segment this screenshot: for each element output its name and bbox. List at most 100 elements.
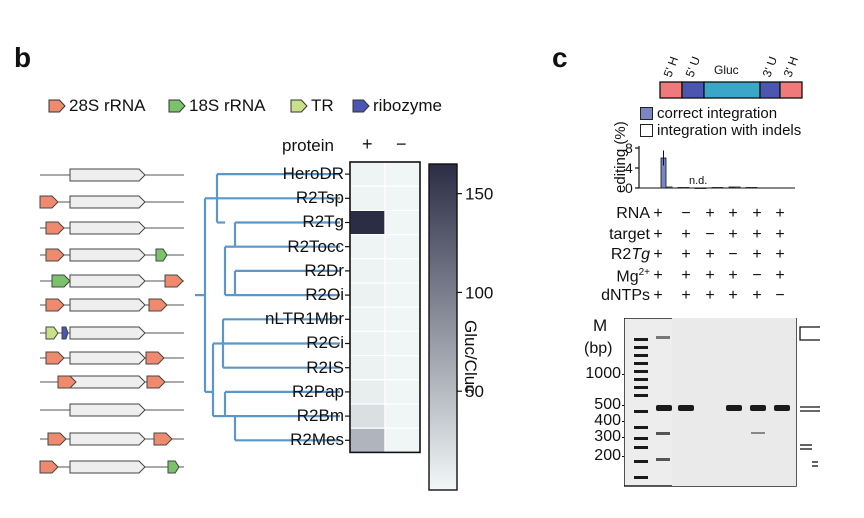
row-label-r2is: R2IS — [306, 357, 344, 377]
heatmap-cell — [349, 403, 386, 429]
element-arrow — [146, 375, 166, 389]
heatmap-cell — [349, 233, 386, 260]
element-arrow — [45, 298, 65, 312]
element-arrow — [153, 432, 173, 446]
element-arrow — [148, 298, 168, 312]
condition-sign: + — [775, 225, 785, 243]
element-arrow — [45, 248, 65, 262]
gel-tick-label: 300 — [594, 428, 621, 445]
bar-indels — [683, 187, 690, 189]
ladder-band — [634, 394, 648, 397]
legend-indels-swatch — [640, 124, 653, 137]
product-marker — [799, 326, 820, 341]
legend-item-28s-rrna: 28S rRNA — [48, 96, 146, 116]
colorbar-tick-label: 50 — [465, 382, 484, 401]
construct-label: 5' H — [661, 55, 681, 79]
ladder-band — [634, 437, 648, 440]
legend-label: 28S rRNA — [69, 96, 146, 115]
orf-arrow — [69, 221, 146, 235]
ladder-band — [634, 426, 648, 429]
condition-sign: + — [752, 246, 762, 263]
bar-correct — [677, 187, 684, 189]
condition-sign: − — [752, 266, 762, 284]
condition-sign: − — [681, 205, 691, 222]
heatmap-cell — [349, 427, 386, 454]
legend-label: TR — [311, 96, 334, 115]
ladder-band — [634, 410, 648, 413]
row-label-r2oi: R2Oi — [305, 285, 344, 304]
heatmap-cell — [349, 379, 386, 405]
ladder-band — [634, 460, 648, 463]
heatmap-cell — [384, 355, 421, 381]
panel-c-letter: c — [552, 42, 568, 73]
ladder-band — [634, 370, 648, 373]
condition-sign: + — [775, 205, 785, 222]
condition-sign: + — [775, 246, 785, 263]
row-label-nltr1mbr: nLTR1Mbr — [264, 309, 344, 329]
element-arrow — [39, 460, 59, 474]
ladder-band — [634, 362, 648, 365]
heatmap-cell — [384, 185, 421, 212]
heatmap-cell — [384, 379, 421, 405]
condition-label: R2Tg — [610, 246, 650, 263]
construct-label: Gluc — [714, 63, 739, 77]
orf-arrow — [69, 274, 146, 288]
orf-arrow — [69, 326, 146, 340]
condition-sign: + — [752, 205, 762, 222]
editing-y-tick-label: 8 — [625, 140, 633, 156]
heatmap-cell — [384, 427, 421, 454]
editing-y-tick-label: 4 — [625, 160, 633, 176]
row-label-r2tg: R2Tg — [302, 212, 344, 232]
heatmap-cell — [349, 185, 386, 212]
condition-sign: + — [653, 246, 663, 263]
element-arrow — [145, 351, 165, 365]
construct-block — [779, 81, 803, 99]
row-label-r2mes: R2Mes — [290, 430, 344, 450]
legend-correct-label: correct integration — [657, 105, 778, 122]
sample-band — [750, 405, 766, 411]
heatmap — [345, 161, 421, 454]
legend-swatch — [48, 99, 66, 113]
ladder-band — [634, 378, 648, 381]
element-arrow — [51, 274, 71, 288]
ladder-band — [634, 386, 648, 389]
heatmap-cell — [349, 209, 386, 236]
heatmap-cell — [384, 306, 421, 332]
construct-label: 5' U — [683, 55, 703, 79]
legend-indels: integration with indels — [640, 122, 801, 139]
faint-band — [656, 458, 670, 461]
legend-correct-swatch — [640, 107, 653, 120]
orf-arrow — [69, 351, 146, 365]
heatmap-cell — [349, 355, 386, 381]
editing-y-tick-label: 0 — [625, 180, 633, 195]
bar-correct — [694, 187, 701, 189]
heatmap-frame — [349, 161, 421, 454]
bar-indels — [734, 186, 741, 189]
legend-item-tr: TR — [290, 96, 334, 116]
construct-label: 3' U — [760, 55, 780, 79]
legend-correct: correct integration — [640, 105, 777, 122]
row-label-r2pap: R2Pap — [292, 381, 344, 401]
faint-band — [751, 432, 765, 434]
condition-sign: + — [728, 205, 738, 222]
element-arrow — [45, 221, 65, 235]
gene-schematics — [39, 168, 184, 474]
element-arrow — [45, 326, 59, 340]
condition-label: target — [609, 225, 650, 243]
colorbar-title: Gluc/Cluc — [461, 320, 480, 394]
construct-block — [703, 81, 761, 99]
row-label-r2tsp: R2Tsp — [295, 188, 344, 208]
sample-band — [656, 405, 672, 411]
heatmap-cell — [384, 282, 421, 308]
condition-label: dNTPs — [601, 287, 650, 304]
legend-arrow-icon — [168, 99, 186, 113]
heatmap-cell — [349, 306, 386, 332]
heatmap-cell — [349, 161, 386, 187]
element-arrow — [167, 460, 180, 474]
bar-indels — [717, 187, 724, 189]
ladder-band — [634, 346, 648, 349]
orf-arrow — [69, 168, 146, 182]
